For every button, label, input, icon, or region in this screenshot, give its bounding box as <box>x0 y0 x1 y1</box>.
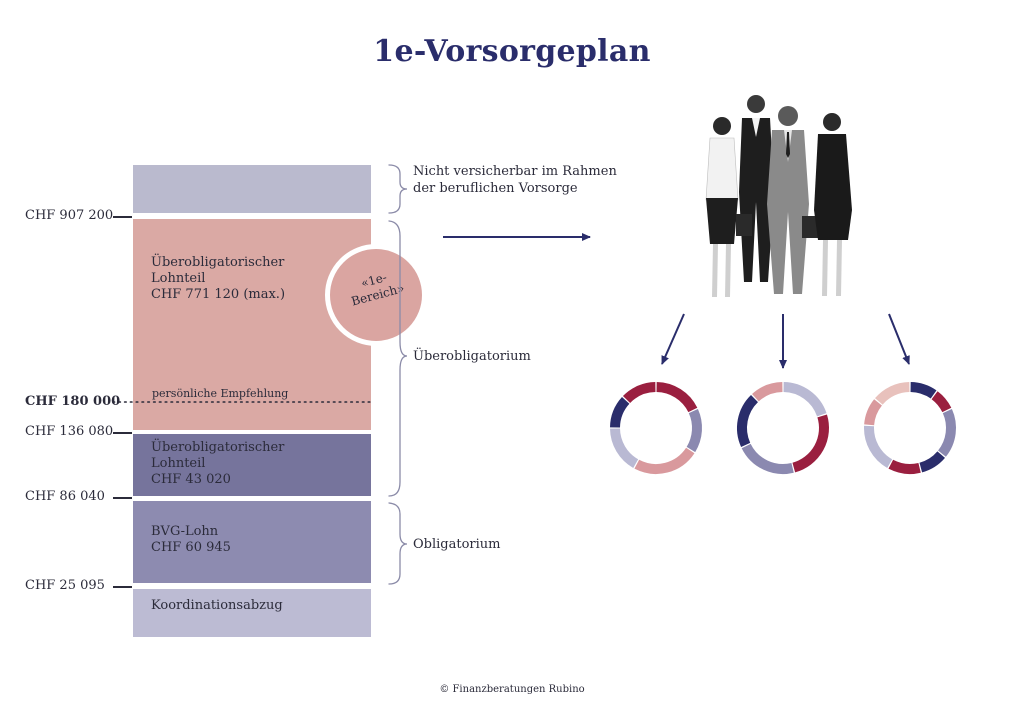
block-bvg-line1: BVG-Lohn <box>151 524 219 539</box>
ylabel-25095: CHF 25 095 <box>25 578 105 593</box>
donut-1-segment-3 <box>634 447 695 474</box>
ylabel-180000: CHF 180 000 <box>25 394 121 409</box>
block-uebero-1e-line3: CHF 771 120 (max.) <box>151 287 286 302</box>
donut-3-segment-8 <box>874 382 910 405</box>
block-uebero-1e-text: Überobligatorischer Lohnteil CHF 771 120… <box>151 255 285 303</box>
brace-nicht <box>388 164 408 214</box>
block-bvg: BVG-Lohn CHF 60 945 <box>133 501 371 583</box>
brace-label-nicht-line1: Nicht versicherbar im Rahmen <box>413 164 617 179</box>
tick-136080 <box>113 432 132 434</box>
block-uebero-2: Überobligatorischer Lohnteil CHF 43 020 <box>133 434 371 496</box>
donut-3-segment-4 <box>919 451 946 473</box>
block-uebero-2-line1: Überobligatorischer <box>151 440 285 455</box>
ylabel-136080: CHF 136 080 <box>25 424 114 439</box>
arrow-to-donut-3 <box>888 313 910 365</box>
donut-3-segment-3 <box>937 409 956 457</box>
person-woman-left <box>705 117 752 297</box>
donut-1-segment-5 <box>610 397 630 428</box>
business-people-icon <box>705 95 852 297</box>
tick-25095 <box>113 586 132 588</box>
ylabel-86040: CHF 86 040 <box>25 489 105 504</box>
donut-2-segment-2 <box>792 414 829 473</box>
ylabel-907200: CHF 907 200 <box>25 208 114 223</box>
block-uebero-1e: Überobligatorischer Lohnteil CHF 771 120… <box>133 219 371 430</box>
donut-3-segment-2 <box>931 391 952 413</box>
brace-label-nicht: Nicht versicherbar im Rahmen der berufli… <box>413 163 617 197</box>
block-uebero-1e-line2: Lohnteil <box>151 271 206 286</box>
donut-2-segment-1 <box>783 382 827 417</box>
donut-1-segment-4 <box>610 428 639 468</box>
tick-86040 <box>113 497 132 499</box>
donut-2-segment-4 <box>737 394 759 447</box>
donut-3-segment-7 <box>864 399 883 426</box>
donut-3-segment-5 <box>888 459 921 474</box>
block-koordination-label: Koordinationsabzug <box>151 598 283 613</box>
person-man-center <box>767 106 819 294</box>
donut-1-segment-2 <box>686 409 702 453</box>
block-uebero-2-text: Überobligatorischer Lohnteil CHF 43 020 <box>151 440 284 488</box>
recommendation-label: persönliche Empfehlung <box>152 387 289 400</box>
footer-copyright: © Finanzberatungen Rubino <box>439 684 585 695</box>
brace-obligatorium <box>388 502 408 585</box>
1e-badge: «1e- Bereich» <box>325 244 427 346</box>
donut-1-segment-6 <box>622 382 656 404</box>
donut-3-segment-6 <box>864 425 893 468</box>
donut-1-segment-1 <box>656 382 698 413</box>
block-uebero-2-line3: CHF 43 020 <box>151 472 231 487</box>
donut-2-segment-3 <box>741 443 794 474</box>
person-woman-right <box>814 113 852 296</box>
brace-label-obligatorium: Obligatorium <box>413 537 501 552</box>
tick-907200 <box>113 216 132 218</box>
block-uebero-2-line2: Lohnteil <box>151 456 206 471</box>
arrow-to-donut-1 <box>661 313 685 365</box>
donut-2-segment-5 <box>752 382 783 402</box>
brace-label-ueberobligatorium: Überobligatorium <box>413 349 531 364</box>
block-koordination: Koordinationsabzug <box>133 589 371 637</box>
block-bvg-text: BVG-Lohn CHF 60 945 <box>151 524 231 556</box>
block-bvg-line2: CHF 60 945 <box>151 540 231 555</box>
person-man-left <box>739 95 774 282</box>
page-title: 1e-Vorsorgeplan <box>373 34 651 69</box>
donut-3-segment-1 <box>910 382 937 399</box>
brace-label-nicht-line2: der beruflichen Vorsorge <box>413 181 578 196</box>
block-uebero-1e-line1: Überobligatorischer <box>151 255 285 270</box>
block-not-insurable <box>133 165 371 213</box>
